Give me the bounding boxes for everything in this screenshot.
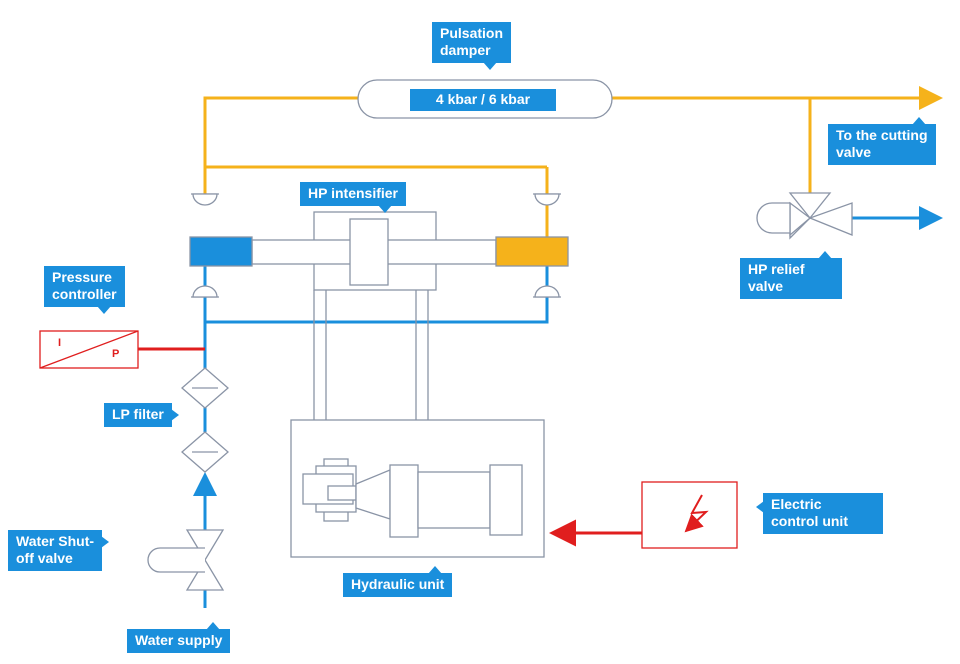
check-valves — [191, 193, 561, 298]
label-hp-relief-valve: HP relief valve — [740, 251, 842, 299]
electric-lines — [138, 347, 642, 547]
lp-filters — [181, 367, 229, 473]
check-valve-right-bottom — [533, 285, 561, 298]
high-pressure-cylinder-end — [495, 236, 569, 267]
hp-intensifier — [189, 211, 569, 420]
valve-actuator — [147, 547, 205, 573]
label-pressure-controller: Pressure controller — [44, 266, 125, 314]
label-damper-pressure: 4 kbar / 6 kbar — [410, 89, 556, 111]
check-valve-left-top — [191, 193, 219, 206]
label-hp-intensifier: HP intensifier — [300, 182, 406, 213]
hp-relief-valve — [756, 192, 853, 240]
label-to-cutting-valve: To the cutting valve — [828, 117, 936, 165]
motor-pump-icon — [302, 458, 523, 538]
hydraulic-unit — [290, 419, 545, 558]
lightning-icon — [684, 494, 709, 533]
low-pressure-cylinder-end — [189, 236, 253, 267]
lp-filter-lower — [181, 431, 229, 473]
label-hydraulic-unit: Hydraulic unit — [343, 566, 453, 597]
intensifier-piston — [349, 218, 389, 286]
controller-label-p: P — [112, 348, 120, 360]
lp-filter-upper — [181, 367, 229, 409]
relief-valve-actuator — [756, 202, 791, 234]
check-valve-right-top — [533, 193, 561, 206]
label-water-supply: Water supply — [127, 622, 231, 653]
electric-control-unit — [641, 481, 738, 549]
label-electric-control-unit: Electric control unit — [756, 493, 883, 534]
pressure-controller — [39, 330, 139, 369]
check-valve-left-bottom — [191, 285, 219, 298]
lp-line-bottom-crossover — [205, 265, 549, 324]
high-pressure-lines — [203, 86, 943, 237]
label-pulsation-damper: Pulsation damper — [432, 22, 512, 70]
label-lp-filter: LP filter — [104, 403, 179, 427]
label-water-shutoff-valve: Water Shut- off valve — [8, 530, 110, 571]
controller-label-i: I — [58, 337, 62, 349]
water-shutoff-valve — [147, 529, 225, 591]
